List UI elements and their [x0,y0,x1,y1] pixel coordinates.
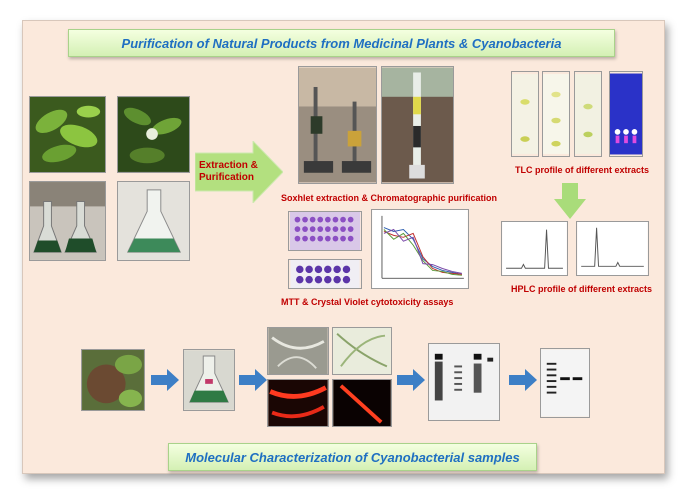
culture-flasks-photo [29,181,106,261]
tlc-plate-3-photo [574,71,602,157]
title-banner: Purification of Natural Products from Me… [68,29,615,57]
cyanobacteria-field-sample-photo [81,349,145,411]
fluorescence-photo-1 [267,379,329,427]
bottom-arrow-icon-2 [239,369,267,391]
poster-panel: Purification of Natural Products from Me… [22,20,665,474]
microscopy-filaments-photo-1 [267,327,329,375]
bottom-arrow-icon-3 [397,369,425,391]
extraction-arrow-label: Extraction & Purification [199,160,258,184]
soxhlet-apparatus-photo [298,66,377,184]
soxhlet-caption: Soxhlet extraction & Chromatographic pur… [281,193,498,203]
mtt-plate-photo [288,211,362,251]
dna-gel-photo-1 [428,343,500,421]
hplc-caption: HPLC profile of different extracts [511,284,653,294]
extraction-arrow-icon [195,141,283,203]
fluorescence-photo-2 [332,379,392,427]
tlc-plate-2-photo [542,71,570,157]
cytotoxicity-line-chart [371,209,469,289]
bottom-arrow-icon-1 [151,369,179,391]
dna-gel-photo-2 [540,348,590,418]
tlc-plate-uv-photo [609,71,643,157]
crystal-violet-plate-photo [288,259,362,289]
footer-banner: Molecular Characterization of Cyanobacte… [168,443,537,471]
page-title: Purification of Natural Products from Me… [121,35,562,51]
microscopy-filaments-photo-2 [332,327,392,375]
mtt-caption: MTT & Crystal Violet cytotoxicity assays [281,297,454,307]
hplc-chart-2 [576,221,649,276]
extraction-label-line1: Extraction & [199,160,258,171]
tlc-plate-1-photo [511,71,539,157]
hplc-chart-1 [501,221,568,276]
footer-title: Molecular Characterization of Cyanobacte… [185,449,520,465]
tlc-caption: TLC profile of different extracts [515,165,650,175]
chromatography-column-photo [381,66,454,184]
green-culture-flask-photo [117,181,190,261]
plant-leaves-photo-1 [29,96,106,173]
culture-flask-sample-photo [183,349,235,411]
tlc-to-hplc-arrow-icon [554,183,586,219]
extraction-label-line2: Purification [199,172,255,183]
bottom-arrow-icon-4 [509,369,537,391]
plant-flower-photo [117,96,190,173]
